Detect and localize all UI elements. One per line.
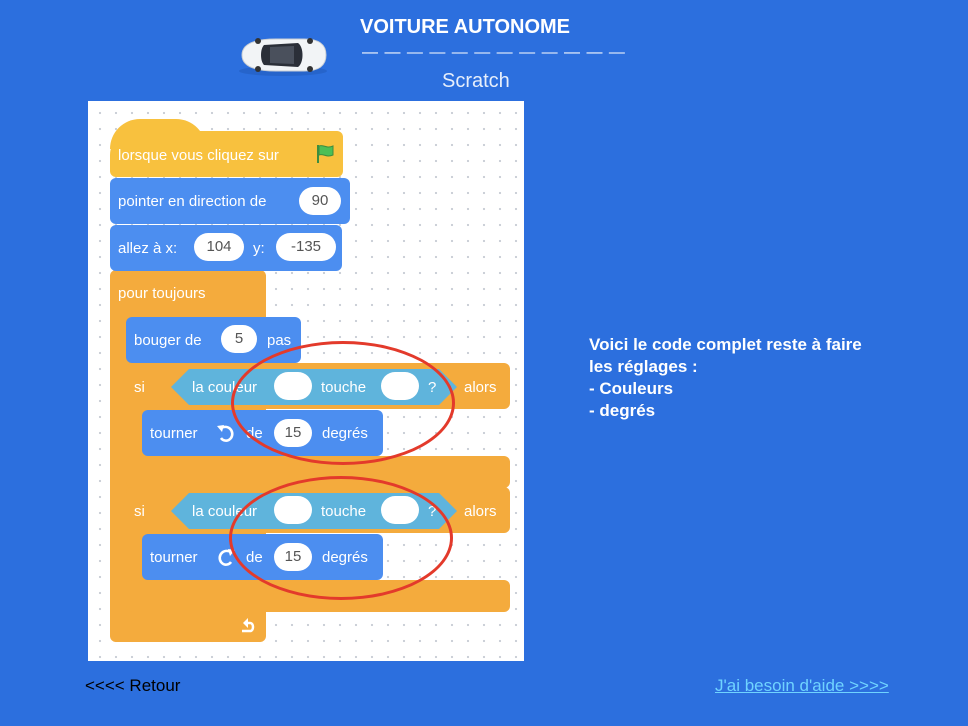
if2-turn-label: tourner [150, 549, 198, 566]
instructions-line-4: - degrés [589, 401, 656, 420]
y-input[interactable]: -135 [276, 233, 336, 261]
green-flag-icon [317, 145, 334, 163]
loop-arrow-icon [242, 618, 255, 633]
x-input[interactable]: 104 [194, 233, 244, 261]
instructions-line-3: - Couleurs [589, 379, 674, 398]
move-unit: pas [267, 332, 292, 349]
if2-then: alors [464, 503, 497, 520]
if2-si: si [134, 503, 145, 520]
back-link[interactable]: <<<< Retour [85, 676, 181, 695]
if1-then: alors [464, 379, 497, 396]
instructions-text: Voici le code complet reste à faire les … [589, 334, 929, 422]
title-divider: — — — — — — — — — — — — [362, 44, 626, 61]
scratch-code-panel: pour toujours lorsque vous cliquez sur p… [88, 101, 524, 661]
steps-input[interactable]: 5 [221, 325, 257, 353]
highlight-ring-1 [231, 341, 455, 465]
goto-y-label: y: [253, 240, 265, 257]
help-link[interactable]: J'ai besoin d'aide >>>> [715, 676, 889, 695]
instructions-line-1: Voici le code complet reste à faire [589, 335, 862, 354]
page-subtitle: Scratch [442, 70, 510, 92]
if1-turn-label: tourner [150, 425, 198, 442]
page-title: VOITURE AUTONOME [360, 16, 571, 38]
hat-cap [110, 119, 206, 149]
highlight-ring-2 [229, 476, 453, 600]
point-label: pointer en direction de [118, 193, 267, 210]
instructions-line-2: les réglages : [589, 357, 698, 376]
goto-x-label: allez à x: [118, 240, 178, 257]
forever-label: pour toujours [118, 285, 206, 302]
car-image [239, 38, 327, 76]
if1-si: si [134, 379, 145, 396]
direction-input[interactable]: 90 [299, 187, 341, 215]
move-label: bouger de [134, 332, 202, 349]
turn-left-icon [217, 425, 234, 442]
event-label: lorsque vous cliquez sur [118, 147, 279, 164]
